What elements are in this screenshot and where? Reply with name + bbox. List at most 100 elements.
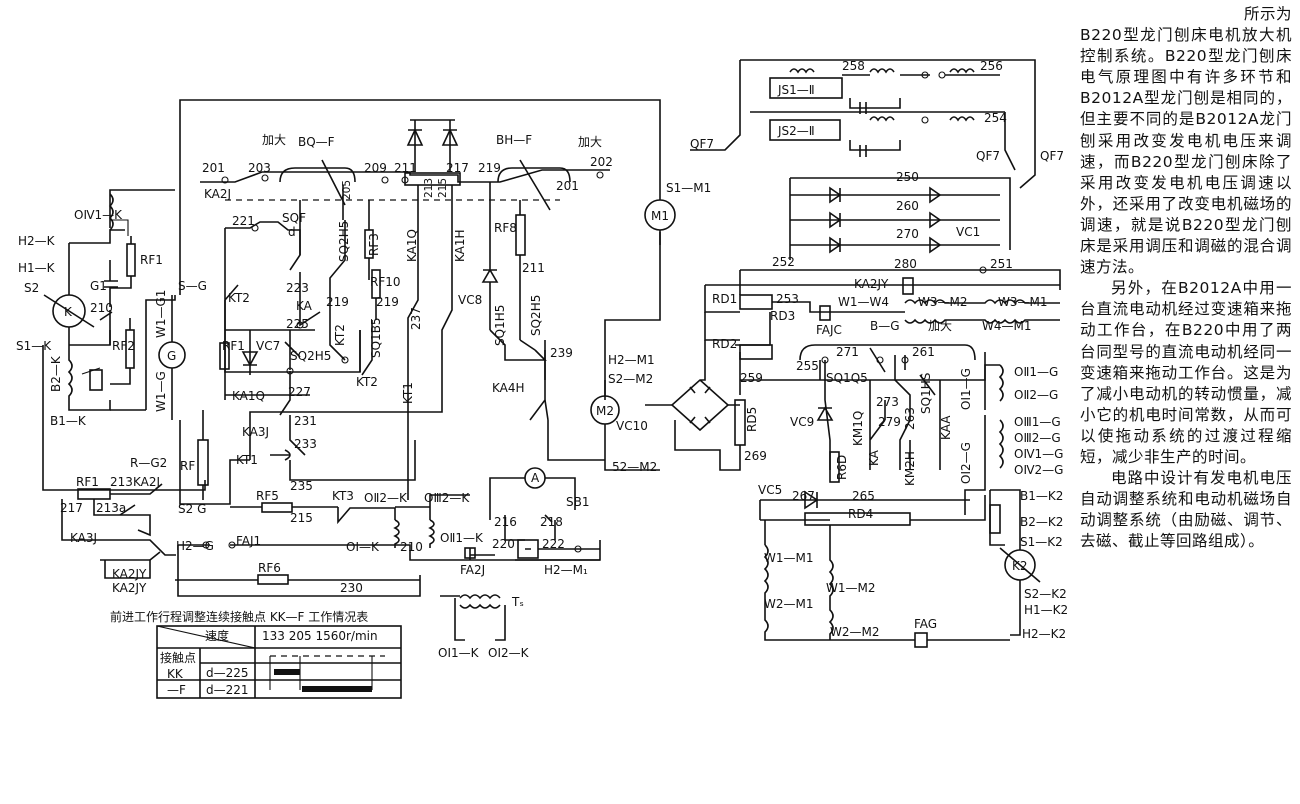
label-bg: B—G [870,319,900,333]
label-215-mid: 215 [437,178,449,198]
label-rf1-mid: RF1 [222,339,245,353]
label-218: 218 [540,515,563,529]
label-rf: RF [180,459,195,473]
label-202: 202 [590,155,613,169]
label-261: 261 [912,345,935,359]
diagram-labels: OⅣ1—K H2—K H1—K S2 K S1—K B2—K B1—K RF1 … [16,59,1068,697]
label-223: 223 [286,281,309,295]
label-rf10: RF10 [370,275,401,289]
label-w4m1: W4—M1 [982,319,1032,333]
label-oiv2g: OⅣ2—G [1014,463,1063,477]
label-s2: S2 [24,281,39,295]
label-d: d [288,225,296,239]
label-213-mid: 213 [423,178,435,198]
label-rd1: RD1 [712,292,737,306]
label-ka4h: KA4H [492,381,525,395]
label-216: 216 [494,515,517,529]
label-on1k: OⅣ1—K [74,208,123,222]
label-235: 235 [290,479,313,493]
label-217-top: 217 [446,161,469,175]
left-excitation-circuit [42,99,661,597]
label-213a: 213a [96,501,126,515]
label-oii2g: OⅡ2—G [1014,388,1058,402]
label-jiada-3: 加大 [928,319,952,333]
label-254: 254 [984,111,1007,125]
label-w1g1: W1—G1 [154,290,168,338]
label-ts: Tₛ [511,595,524,609]
label-215-bottom: 215 [290,511,313,525]
label-217: 217 [60,501,83,515]
label-sg: S—G [178,279,207,293]
label-r6d: R6D [835,455,849,480]
label-253: 253 [776,292,799,306]
label-k: K [64,305,73,319]
label-219-left: 219 [326,295,349,309]
label-qf7-left: QF7 [690,137,714,151]
label-oii2k-b: OⅢ2—K [424,491,470,505]
label-rd3: RD3 [770,309,795,323]
label-oii1g: OⅡ1—G [1014,365,1058,379]
label-kt2-c: KT2 [356,375,378,389]
desc-para1: B220型龙门刨床电机放大机控制系统。B220型龙门刨床电气原理图中有许多环节和… [1080,26,1292,277]
label-h1k2: H1—K2 [1024,603,1068,617]
label-h2m-b: H2—M₁ [544,563,588,577]
label-fajc: FAJC [816,323,842,337]
label-km1q: KM1Q [851,411,865,446]
label-221: 221 [232,214,255,228]
label-258: 258 [842,59,865,73]
label-270: 270 [896,227,919,241]
label-rd2: RD2 [712,337,737,351]
label-ka1h: KA1H [453,229,467,262]
label-rf8: RF8 [494,221,517,235]
label-jiada-1: 加大 [262,133,286,147]
label-ka2jy-1: KA2JY [112,567,147,581]
label-w1m2: W1—M2 [826,581,876,595]
label-ka2jy-2: KA2JY [112,581,147,595]
label-vc7: VC7 [256,339,280,353]
label-209: 209 [364,161,387,175]
label-kt3: KT3 [332,489,354,503]
label-rd4: RD4 [848,507,873,521]
label-225: 225 [286,317,309,331]
label-h2k2: H2—K2 [1022,627,1066,641]
label-255: 255 [796,359,819,373]
label-222: 222 [542,537,565,551]
label-269: 269 [744,449,767,463]
label-vc8: VC8 [458,293,482,307]
label-227: 227 [288,385,311,399]
label-s1k2: S1—K2 [1020,535,1063,549]
label-210-left: 210 [90,301,113,315]
label-ka-a: KA [296,299,313,313]
label-rf1-top: RF1 [140,253,163,267]
desc-para3: 电路中设计有发电机电压自动调整系统和电动机磁场自动调整系统（由励磁、调节、去磁、… [1080,469,1292,551]
label-km2h: KM2H [903,451,917,486]
desc-para2: 另外，在B2012A中用一台直流电动机经过变速箱来拖动工作台，在B220中用了两… [1080,279,1292,466]
label-h1k: H1—K [18,261,56,275]
label-js1: JS1—Ⅱ [777,83,815,97]
label-ka2jy: KA2JY [854,277,889,291]
control-circuit [200,119,676,641]
label-m2: M2 [596,404,614,418]
label-bqf: BQ—F [298,135,335,149]
label-vc9: VC9 [790,415,814,429]
label-sq2h5-b: SQ2H5 [529,295,543,336]
label-vc5: VC5 [758,483,782,497]
label-211-right: 211 [522,261,545,275]
label-sq1q5: SQ1Q5 [826,371,868,385]
table-row-group: KK [167,667,184,681]
label-251: 251 [990,257,1013,271]
label-b2k2: B2—K2 [1020,515,1063,529]
label-w1m1: W1—M1 [764,551,814,565]
label-fa2j: FA2J [460,563,485,577]
label-267: 267 [792,489,815,503]
label-w3m2: W3—M2 [918,295,968,309]
label-jiada-2: 加大 [578,135,602,149]
label-oik: OI—K [346,540,380,554]
label-263: 263 [903,407,917,430]
table-header-speed: 速度 [205,628,229,643]
label-kt1-a: KT1 [401,382,415,404]
label-rg2: R—G2 [130,456,167,470]
label-sq1b5: SQ1B5 [369,317,383,358]
label-oiii2g: OⅢ2—G [1014,431,1061,445]
